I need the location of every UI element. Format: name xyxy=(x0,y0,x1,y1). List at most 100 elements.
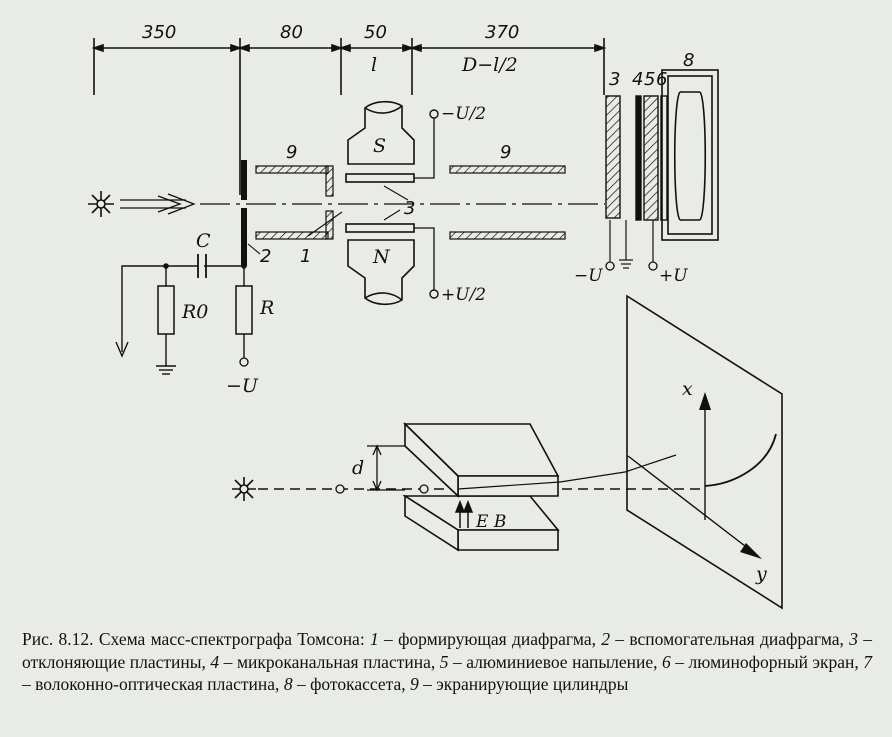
deflecting-plate-bottom xyxy=(345,223,415,233)
junction-r0 xyxy=(163,263,169,269)
dim-370: 370 xyxy=(485,22,519,43)
upper-plate xyxy=(403,422,560,498)
beam-point-a xyxy=(335,484,345,494)
part-6-label: 5 xyxy=(644,69,655,90)
parabola-trace xyxy=(704,433,777,487)
magnet-n-pole xyxy=(347,239,415,306)
x-axis-arrow xyxy=(699,392,711,410)
caption-item-text: фотокассета, xyxy=(310,674,406,694)
part-7-label: 6 xyxy=(656,69,667,90)
terminal-mcp-minus xyxy=(605,261,615,271)
caption-item-number: 4 xyxy=(210,651,220,672)
auxiliary-diaphragm-top xyxy=(241,160,247,200)
photocassette xyxy=(661,69,719,241)
resistor-r xyxy=(235,285,253,335)
circuit-wires xyxy=(115,265,245,375)
dim-l-label: l xyxy=(371,54,377,76)
caption-item-number: 1 xyxy=(369,629,379,649)
deflecting-plate-top xyxy=(345,173,415,183)
caption-item: 1 – формирующая диафрагма, xyxy=(369,629,596,649)
figure-caption: Рис. 8.12. Схема масс-спектрографа Томсо… xyxy=(22,628,872,696)
auxiliary-diaphragm-bottom xyxy=(241,208,247,266)
part-3-label: 3 xyxy=(404,198,415,219)
beam-point-b xyxy=(419,484,429,494)
y-axis-arrow xyxy=(740,543,762,559)
caption-item: 7 – волоконно-оптическая пластина, xyxy=(22,651,873,695)
detector-plane xyxy=(626,294,783,610)
caption-item: 3 – отклоняющие пластины, xyxy=(22,629,873,672)
lower-source-star-icon xyxy=(232,477,256,501)
caption-item-number: 6 xyxy=(662,651,671,672)
gap-d-label: d xyxy=(352,457,364,479)
field-arrows xyxy=(454,499,474,528)
x-axis-label: x xyxy=(682,378,693,400)
magnet-s-label: S xyxy=(373,135,386,157)
magnet-s-pole xyxy=(347,100,415,165)
dim-80: 80 xyxy=(280,22,303,43)
voltage-mcp-minus: −U xyxy=(574,266,603,286)
terminal-mcp-plus xyxy=(648,261,658,271)
caption-item: 9 – экранирующие цилиндры xyxy=(410,674,629,694)
resistor-r0-label: R0 xyxy=(181,301,208,323)
caption-item-text: вспомогательная диафрагма, xyxy=(629,629,844,649)
caption-item: 4 – микроканальная пластина, xyxy=(210,651,436,672)
dim-50: 50 xyxy=(364,22,387,43)
part-9-right-label: 9 xyxy=(500,142,511,163)
deflected-trajectory xyxy=(559,454,677,483)
voltage-minus-u2: −U/2 xyxy=(441,104,486,124)
caption-item: 5 – алюминиевое напыление, xyxy=(439,651,658,672)
magnet-n-label: N xyxy=(372,246,391,268)
caption-item-text: волоконно-оптическая пластина, xyxy=(35,674,280,694)
resistor-r-label: R xyxy=(259,297,274,319)
detector-leads xyxy=(609,220,654,269)
caption-item-number: 3 xyxy=(849,629,858,649)
caption-item: 2 – вспомогательная диафрагма, xyxy=(601,629,844,649)
part-4-label: 3 xyxy=(609,69,620,90)
part-2-label: 2 xyxy=(260,246,271,267)
caption-prefix: Рис. 8.12. Схема масс-спектрографа Томсо… xyxy=(22,629,365,649)
voltage-mcp-plus: +U xyxy=(659,266,688,286)
resistor-r0 xyxy=(157,285,175,335)
caption-item-number: 9 xyxy=(410,674,419,694)
part-1-label: 1 xyxy=(300,246,311,267)
y-axis-label: y xyxy=(755,563,767,585)
caption-items: 1 – формирующая диафрагма, 2 – вспомогат… xyxy=(22,629,872,694)
caption-item: 6 – люминофорный экран, xyxy=(662,651,859,672)
gap-dimension xyxy=(367,444,405,492)
plate-wires xyxy=(414,118,435,290)
part-8-label: 8 xyxy=(683,50,694,71)
caption-item-number: 2 xyxy=(601,629,611,649)
caption-item-text: формирующая диафрагма, xyxy=(398,629,596,649)
voltage-plus-u2: +U/2 xyxy=(441,285,486,305)
part-5-label: 4 xyxy=(632,69,643,90)
mcp-detector-stack xyxy=(605,95,668,221)
ion-source-star-icon xyxy=(88,191,114,217)
terminal-resistor-minus xyxy=(239,357,249,367)
part-9-left-label: 9 xyxy=(286,142,297,163)
junction-r xyxy=(241,263,247,269)
terminal-plus-u2 xyxy=(429,289,439,299)
dimension-line xyxy=(91,38,607,195)
leader-lines xyxy=(247,185,409,255)
caption-item-number: 5 xyxy=(439,651,449,672)
caption-item-text: алюминиевое напыление, xyxy=(466,651,658,672)
caption-item-text: экранирующие цилиндры xyxy=(436,674,629,694)
dim-d-l-label: D−l/2 xyxy=(461,54,518,76)
caption-item: 8 – фотокассета, xyxy=(283,674,406,694)
lower-plate xyxy=(402,494,560,552)
ion-beam-arrow xyxy=(120,193,196,215)
screening-cylinder-left xyxy=(255,165,334,240)
capacitor-label: C xyxy=(196,230,211,252)
caption-item-text: отклоняющие пластины, xyxy=(22,651,206,672)
caption-item-text: микроканальная пластина, xyxy=(236,651,436,672)
dim-350: 350 xyxy=(142,22,176,43)
trajectory-in-plates xyxy=(457,481,561,490)
terminal-minus-u2 xyxy=(429,109,439,119)
field-eb-label: E B xyxy=(475,512,506,532)
caption-item-text: люминофорный экран, xyxy=(688,651,859,672)
screening-cylinder-right xyxy=(449,165,566,240)
voltage-resistor-minus: −U xyxy=(226,375,259,397)
caption-item-number: 8 xyxy=(283,674,293,694)
